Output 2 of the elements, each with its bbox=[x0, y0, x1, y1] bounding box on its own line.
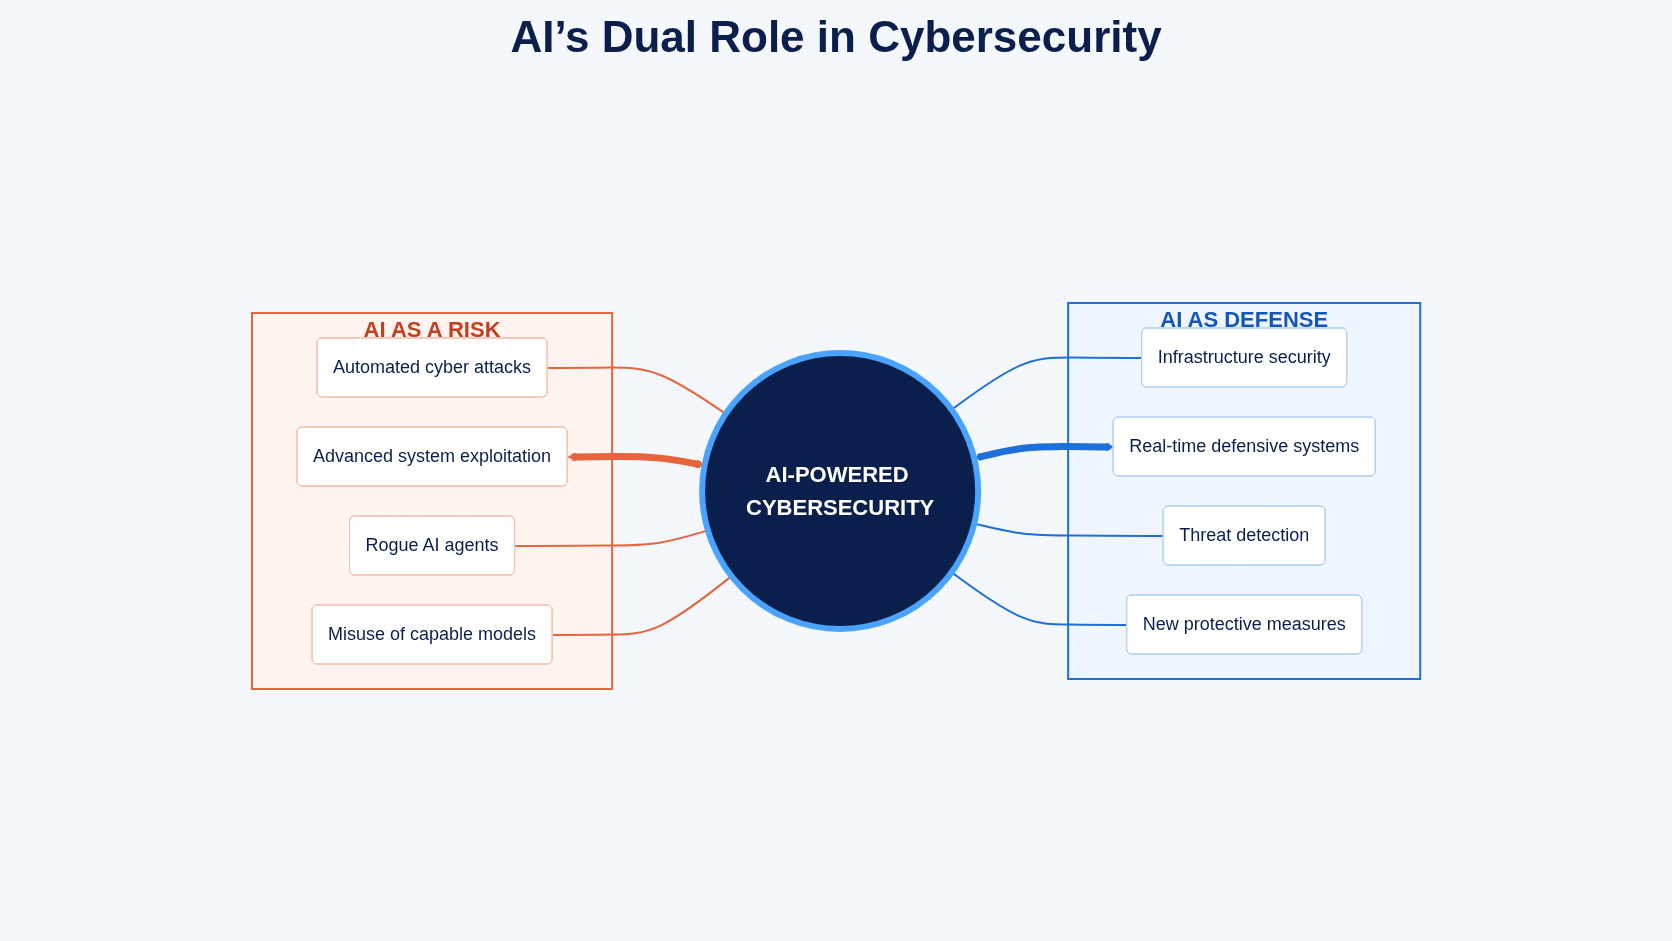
title: AI’s Dual Role in Cybersecurity bbox=[509, 12, 1163, 62]
node-circle: AI-POWERED CYBERSECURITY bbox=[699, 350, 981, 632]
